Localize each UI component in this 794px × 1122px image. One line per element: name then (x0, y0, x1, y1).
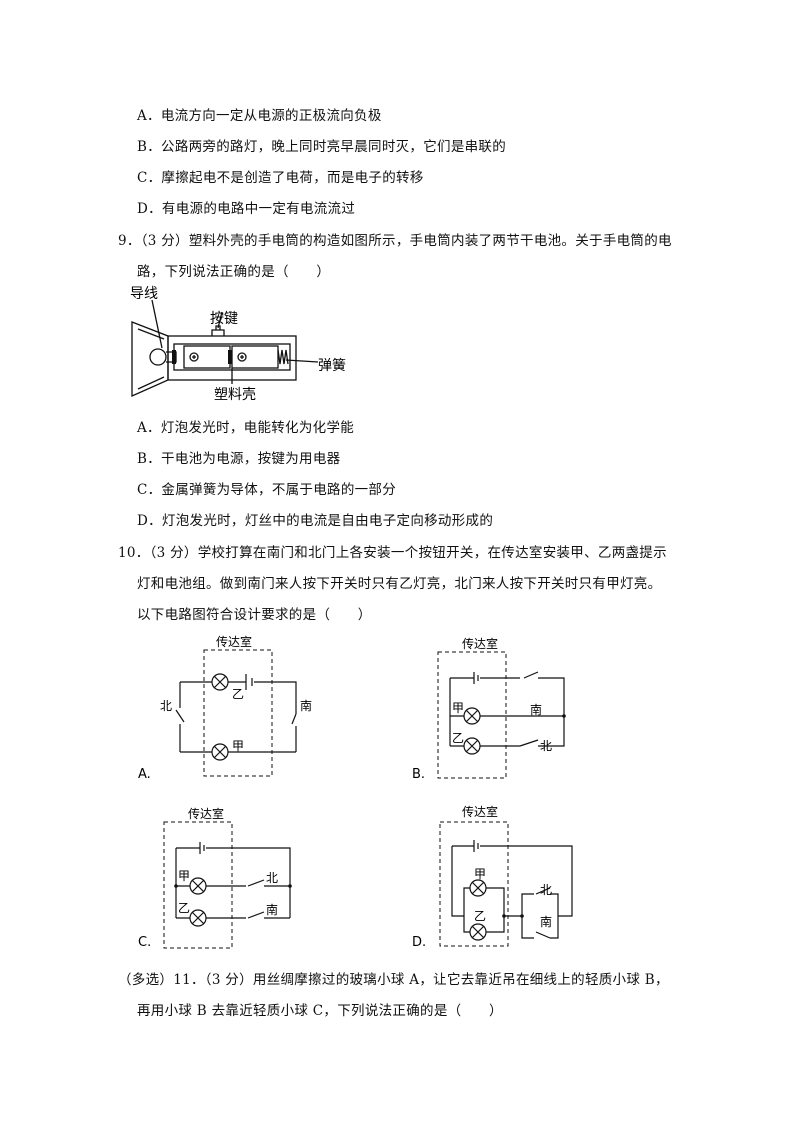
option-b-letter: B. (412, 767, 425, 782)
label-room: 传达室 (188, 806, 224, 821)
q8-option-c: C．摩擦起电不是创造了电荷，而是电子的转移 (137, 170, 424, 186)
label-south: 南 (266, 902, 278, 917)
option-a-letter: A. (138, 767, 151, 782)
label-north: 北 (266, 871, 278, 885)
label-north: 北 (540, 739, 552, 753)
q9-option-d: D．灯泡发光时，灯丝中的电流是自由电子定向移动形成的 (137, 513, 494, 529)
circuit-diagram-d: 传达室 甲 乙 北 南 D. (412, 804, 573, 950)
label-shell: 塑料壳 (214, 386, 256, 403)
label-jia: 甲 (232, 739, 244, 753)
circuit-diagram-a: 传达室 乙 甲 北 南 A. (138, 634, 312, 782)
label-jia: 甲 (452, 701, 464, 715)
label-room: 传达室 (462, 636, 498, 651)
q10-stem-line2: 灯和电池组。做到南门来人按下开关时只有乙灯亮，北门来人按下开关时只有甲灯亮。 (137, 576, 662, 592)
label-south: 南 (540, 914, 552, 929)
option-c-letter: C. (138, 935, 151, 950)
q8-option-d: D．有电源的电路中一定有电流流过 (137, 201, 356, 217)
circuit-diagram-b: 传达室 甲 乙 南 北 B. (412, 636, 566, 782)
flashlight-diagram: 导线 按键 弹簧 塑料壳 (130, 286, 346, 403)
q9-option-b: B．干电池为电源，按键为用电器 (137, 451, 341, 467)
label-yi: 乙 (474, 909, 486, 923)
label-jia: 甲 (178, 869, 190, 883)
label-jia: 甲 (474, 867, 486, 881)
q11-stem-line1: （多选）11．（3 分）用丝绸摩擦过的玻璃小球 A，让它去靠近吊在细线上的轻质小… (118, 972, 669, 988)
label-yi: 乙 (178, 901, 190, 915)
label-spring: 弹簧 (318, 358, 346, 374)
q10-stem-line1: 10．（3 分）学校打算在南门和北门上各安装一个按钮开关，在传达室安装甲、乙两盏… (118, 545, 667, 561)
q9-option-c: C．金属弹簧为导体，不属于电路的一部分 (137, 482, 397, 498)
circuit-diagram-c: 传达室 甲 乙 北 南 C. (138, 806, 292, 950)
label-yi: 乙 (452, 731, 464, 745)
q8-option-b: B．公路两旁的路灯，晚上同时亮早晨同时灭，它们是串联的 (137, 139, 507, 155)
q9-stem-line2: 路，下列说法正确的是（ ） (137, 264, 331, 280)
q9-stem-line1: 9．（3 分）塑料外壳的手电筒的构造如图所示，手电筒内装了两节干电池。关于手电筒… (118, 233, 672, 249)
label-wire: 导线 (130, 286, 158, 302)
q11-stem-line2: 再用小球 B 去靠近轻质小球 C，下列说法正确的是（ ） (137, 1003, 503, 1019)
q9-option-a: A．灯泡发光时，电能转化为化学能 (137, 420, 355, 436)
option-d-letter: D. (412, 935, 426, 950)
label-north: 北 (540, 883, 552, 897)
label-south: 南 (300, 698, 312, 713)
q8-option-a: A．电流方向一定从电源的正极流向负极 (137, 108, 382, 124)
label-north: 北 (160, 699, 172, 713)
label-button: 按键 (210, 311, 238, 327)
q10-stem-line3: 以下电路图符合设计要求的是（ ） (137, 607, 372, 623)
label-room: 传达室 (462, 804, 498, 819)
label-room: 传达室 (216, 634, 252, 649)
label-yi: 乙 (232, 687, 244, 701)
label-south: 南 (530, 702, 542, 717)
